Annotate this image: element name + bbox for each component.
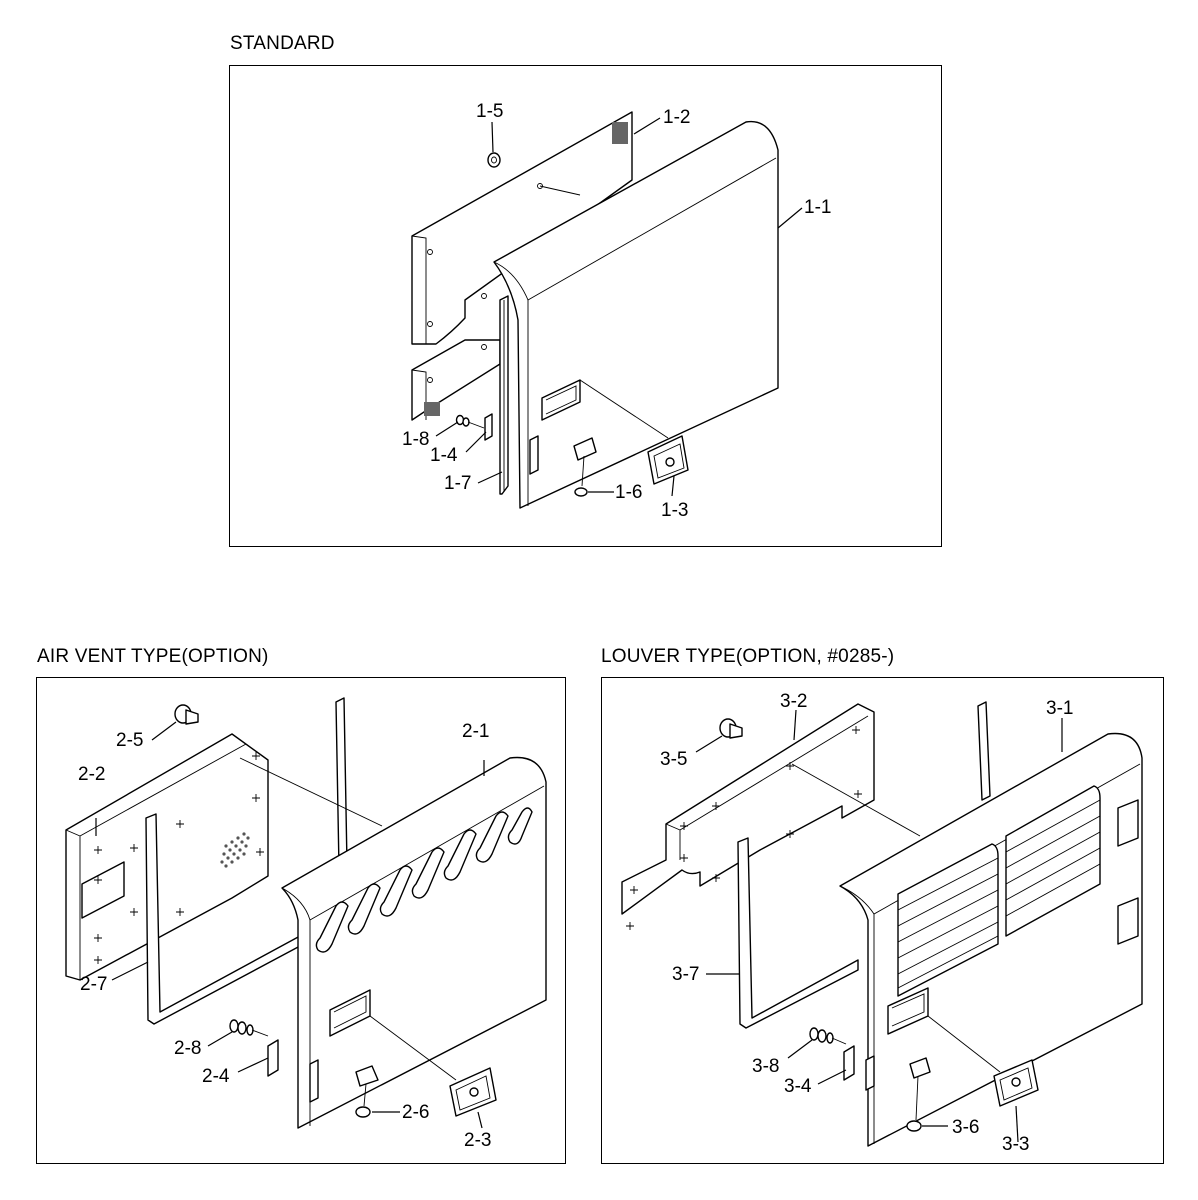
panel-screw-crosses xyxy=(94,752,264,964)
callout-3-2: 3-2 xyxy=(780,691,807,712)
louver-left xyxy=(897,843,999,997)
louver-title: LOUVER TYPE(OPTION, #0285-) xyxy=(601,646,895,667)
part-2-3-lock xyxy=(449,1067,497,1117)
standard-assembly: 1-5 1-2 1-1 1-8 1-4 1-7 1-6 1-3 xyxy=(402,101,831,521)
callout-3-3: 3-3 xyxy=(1002,1134,1029,1155)
panel-screw-crosses xyxy=(626,726,862,930)
part-1-3-lock xyxy=(647,435,689,485)
part-2-1-door xyxy=(239,756,547,1129)
callout-1-5: 1-5 xyxy=(476,101,503,122)
part-3-4-bracket xyxy=(843,1045,855,1081)
callout-2-1: 2-1 xyxy=(462,721,489,742)
callout-3-5: 3-5 xyxy=(660,749,687,770)
part-2-2-inner-panel xyxy=(65,733,269,981)
callout-3-8: 3-8 xyxy=(752,1056,779,1077)
panel-perforation xyxy=(220,832,250,868)
callout-1-7: 1-7 xyxy=(444,473,471,494)
part-1-8-bolt xyxy=(455,414,485,429)
part-1-7-latch xyxy=(529,435,539,475)
callout-1-2: 1-2 xyxy=(663,107,690,128)
callout-3-1: 3-1 xyxy=(1046,698,1073,719)
part-2-4-bracket xyxy=(267,1039,279,1077)
louver-assembly: 3-5 3-2 3-1 3-7 3-8 3-4 3-6 3-3 xyxy=(621,691,1143,1155)
part-3-5-plug xyxy=(719,718,743,739)
callout-2-8: 2-8 xyxy=(174,1038,201,1059)
callout-3-6: 3-6 xyxy=(952,1117,979,1138)
louver-right xyxy=(1005,785,1101,937)
part-3-7-seal xyxy=(737,701,991,1029)
callout-2-4: 2-4 xyxy=(202,1066,230,1087)
standard-frame xyxy=(229,65,942,547)
callout-3-4: 3-4 xyxy=(784,1076,812,1097)
callout-2-3: 2-3 xyxy=(464,1130,491,1151)
part-1-1-door xyxy=(493,120,779,509)
callout-1-1: 1-1 xyxy=(804,197,831,218)
part-3-8-bolt xyxy=(809,1027,847,1045)
callout-2-6: 2-6 xyxy=(402,1102,429,1123)
part-2-5-plug xyxy=(174,704,199,725)
part-2-8-bolt xyxy=(229,1019,269,1037)
louver-frame xyxy=(601,677,1164,1164)
air-vent-title: AIR VENT TYPE(OPTION) xyxy=(37,646,269,667)
standard-title: STANDARD xyxy=(230,33,335,54)
callout-3-7: 3-7 xyxy=(672,964,699,985)
air-vent-frame xyxy=(36,677,566,1164)
callout-2-2: 2-2 xyxy=(78,764,105,785)
callout-2-7: 2-7 xyxy=(80,974,107,995)
part-3-2-inner-panel xyxy=(621,703,875,930)
part-1-5-plug xyxy=(487,152,501,168)
air-vent-slots xyxy=(315,807,533,953)
callout-2-5: 2-5 xyxy=(116,730,143,751)
louver-leader-lines xyxy=(695,709,1063,1143)
part-1-6-striker xyxy=(573,437,597,497)
air-vent-leader-lines xyxy=(95,721,485,1129)
part-3-3-lock xyxy=(993,1059,1039,1107)
callout-1-6: 1-6 xyxy=(615,482,642,503)
part-3-1-door xyxy=(791,732,1143,1147)
air-vent-assembly: 2-5 2-2 2-1 2-7 2-8 2-4 2-6 2-3 xyxy=(65,697,547,1151)
part-3-6-striker xyxy=(906,1057,931,1132)
part-1-4-bracket xyxy=(484,413,493,441)
callout-1-4: 1-4 xyxy=(430,445,458,466)
callout-1-3: 1-3 xyxy=(661,500,688,521)
standard-leader-lines xyxy=(435,117,803,497)
callout-1-8: 1-8 xyxy=(402,429,429,450)
part-1-7-seal xyxy=(499,295,509,495)
part-2-6-striker xyxy=(355,1065,379,1118)
